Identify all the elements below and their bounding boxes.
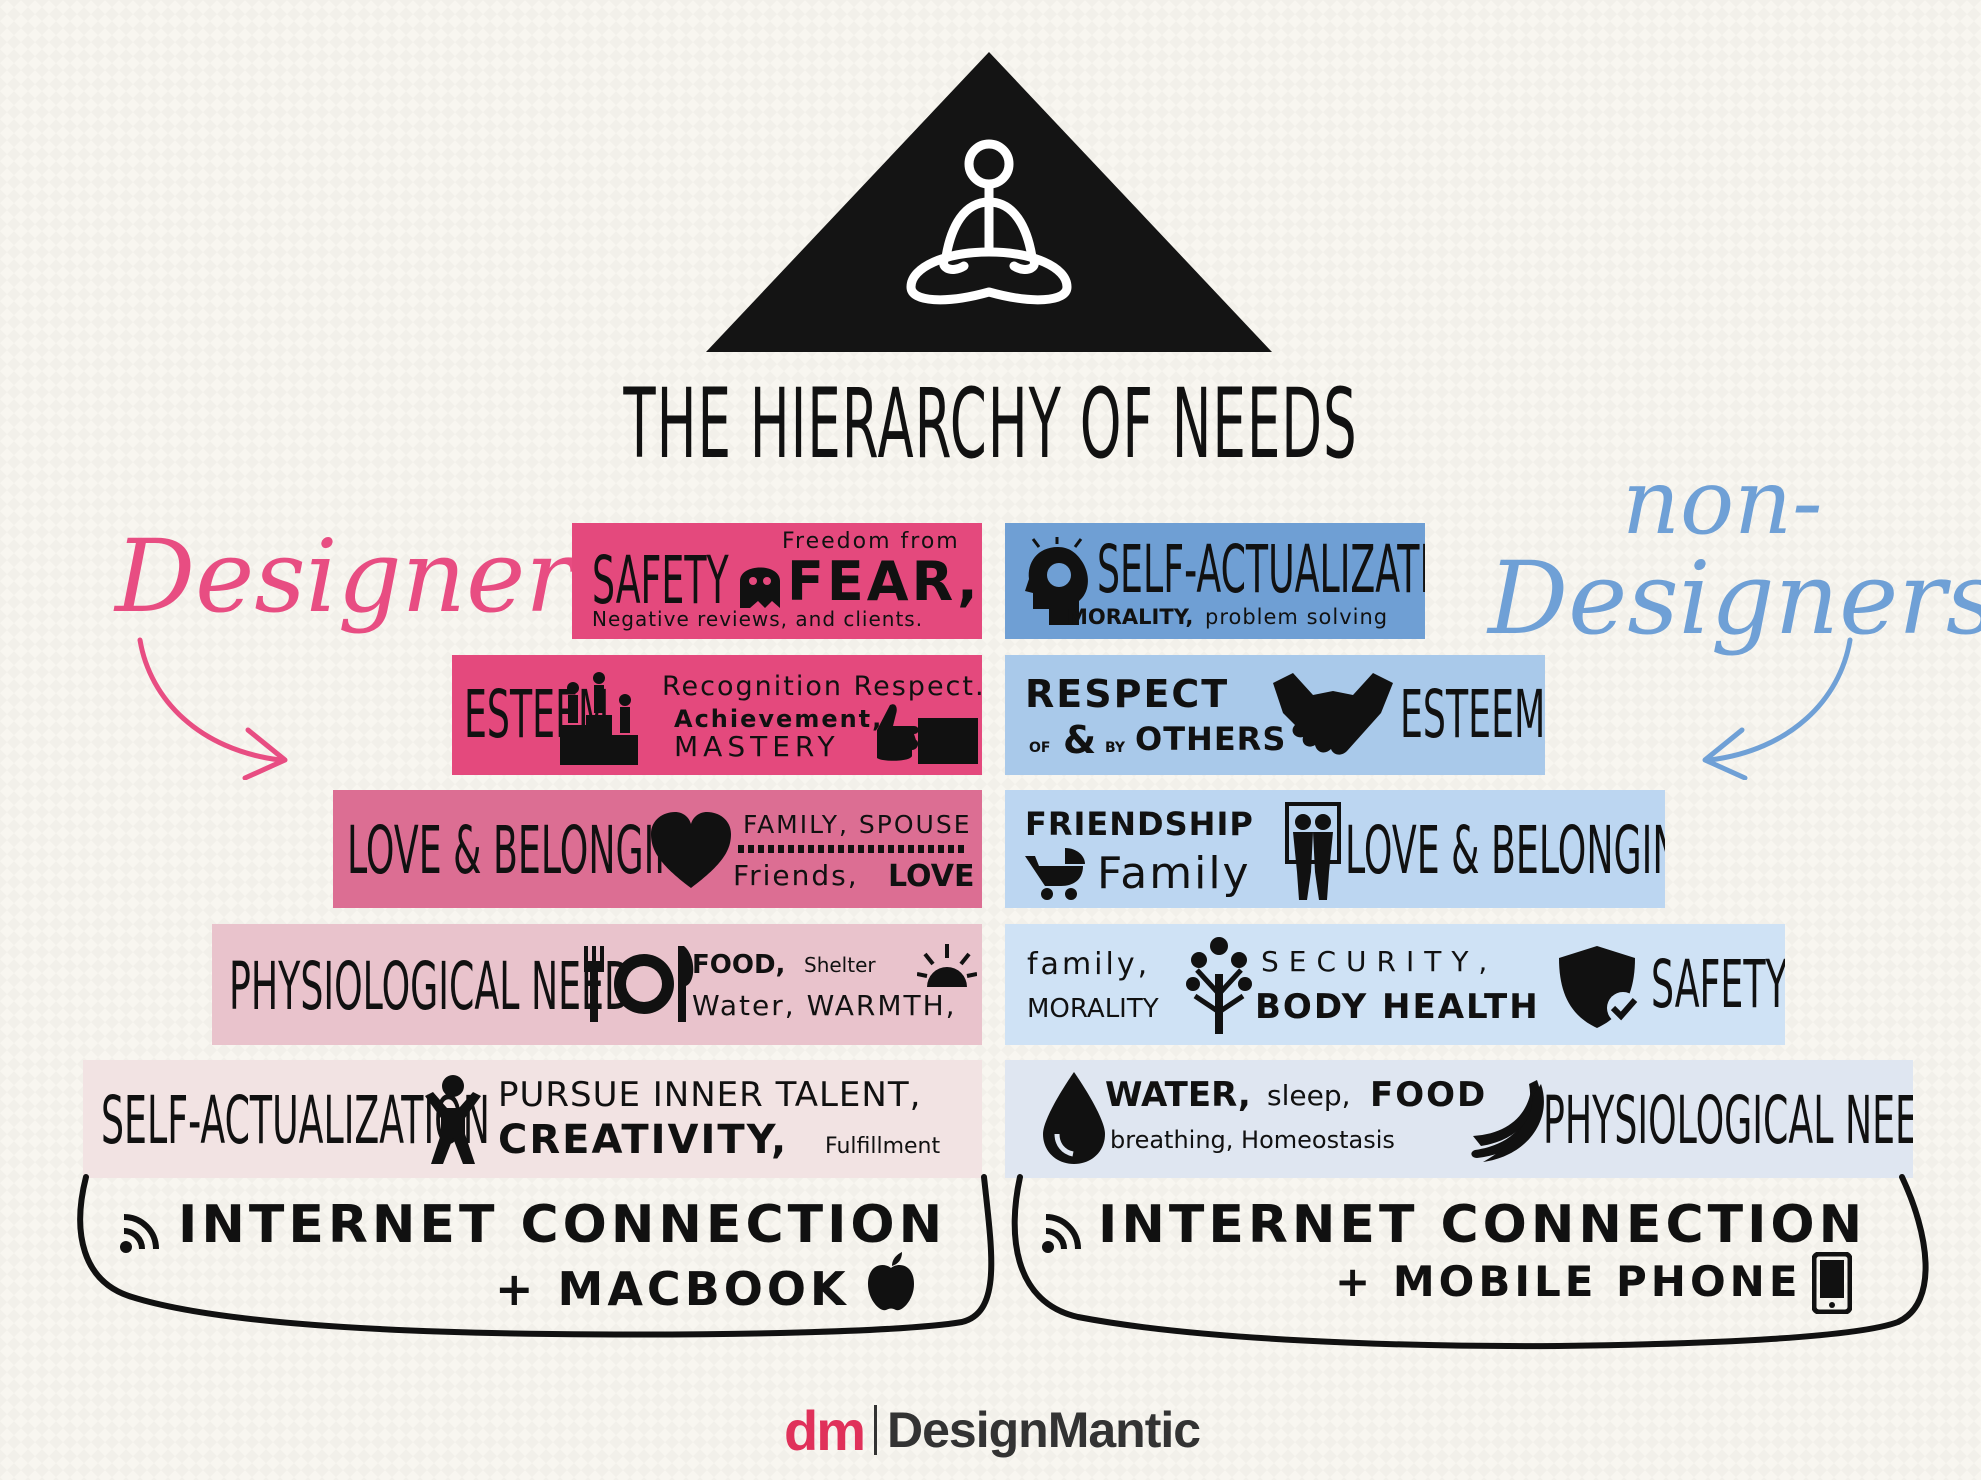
non-designers-level-safety: family, MORALITY SECURITY, BODY HEALTH S… xyxy=(1005,924,1785,1045)
level-title: SELF-ACTUALIZATION xyxy=(1097,531,1425,608)
zipper-divider xyxy=(738,845,966,853)
pyramid-top xyxy=(706,52,1272,352)
level-title: ESTEEM xyxy=(1400,676,1545,753)
level-line: OTHERS xyxy=(1135,720,1287,758)
level-line: Water, WARMTH, xyxy=(692,989,957,1022)
phone-icon xyxy=(1812,1252,1852,1314)
designers-base-line2: + MACBOOK xyxy=(495,1262,850,1316)
non-designers-base-line2: + MOBILE PHONE xyxy=(1335,1257,1802,1306)
designers-base-line1: INTERNET CONNECTION xyxy=(178,1195,947,1255)
level-line: CREATIVITY, xyxy=(498,1117,789,1163)
designers-level-safety: SAFETY Freedom from FEAR, Negative revie… xyxy=(572,523,982,639)
couple-icon xyxy=(1285,802,1341,900)
level-title: SELF-ACTUALIZATION xyxy=(101,1082,490,1159)
brand-mark: dm xyxy=(784,1398,866,1462)
level-line: Freedom from xyxy=(782,529,960,554)
level-title: LOVE & BELONGING xyxy=(1345,812,1665,889)
banana-icon xyxy=(1471,1080,1544,1162)
level-line: BY xyxy=(1105,740,1126,756)
level-line: FOOD, xyxy=(692,950,786,980)
non-designers-level-physiological: WATER, sleep, FOOD breathing, Homeostasi… xyxy=(1005,1060,1913,1178)
level-line: MORALITY xyxy=(1027,994,1159,1024)
level-line: & xyxy=(1063,718,1097,762)
level-title: PHYSIOLOGICAL NEEDS xyxy=(229,948,655,1025)
podium-icon xyxy=(560,672,638,765)
level-line: WATER, xyxy=(1105,1075,1251,1115)
meditation-icon xyxy=(906,139,1072,305)
level-line: family, xyxy=(1027,947,1151,982)
level-line: MORALITY, xyxy=(1067,605,1194,629)
wifi-icon xyxy=(120,1214,159,1253)
ghost-icon xyxy=(740,567,780,608)
level-line: breathing, Homeostasis xyxy=(1110,1126,1395,1154)
non-designers-level-self-actualization: SELF-ACTUALIZATION MORALITY, problem sol… xyxy=(1005,523,1425,639)
designers-heading: Designers xyxy=(115,518,625,635)
non-designers-level-esteem: RESPECT OF & BY OTHERS ESTEEM xyxy=(1005,655,1545,775)
level-line: SECURITY, xyxy=(1261,945,1498,978)
designers-arrow xyxy=(137,637,288,780)
level-line: FAMILY, SPOUSE xyxy=(743,810,972,839)
non-designers-base-bracket xyxy=(1011,1174,1929,1350)
tree-icon xyxy=(1186,937,1252,1034)
handshake-icon xyxy=(1273,673,1393,755)
brand-logo: dm DesignMantic xyxy=(784,1398,1201,1462)
level-title: LOVE & BELONGING xyxy=(347,812,710,889)
apple-icon xyxy=(868,1252,914,1311)
brain-icon xyxy=(1025,537,1088,625)
level-title: SAFETY xyxy=(592,542,729,619)
level-line: MASTERY xyxy=(674,730,840,763)
level-line: Fulfillment xyxy=(825,1134,941,1159)
level-line: Recognition Respect. xyxy=(662,671,982,702)
level-line: problem solving xyxy=(1205,605,1389,629)
person-icon xyxy=(425,1075,481,1164)
brand-name: DesignMantic xyxy=(887,1402,1201,1458)
designers-level-physiological: PHYSIOLOGICAL NEEDS FOOD, Shelter Water,… xyxy=(212,924,982,1045)
plate-icon xyxy=(584,946,694,1022)
level-line: RESPECT xyxy=(1025,672,1230,716)
level-line: BODY HEALTH xyxy=(1255,987,1540,1027)
level-line: FRIENDSHIP xyxy=(1025,805,1254,843)
shield-icon xyxy=(1559,946,1639,1028)
designers-level-love-belonging: LOVE & BELONGING FAMILY, SPOUSE Friends,… xyxy=(333,790,982,908)
level-line: PURSUE INNER TALENT, xyxy=(498,1075,922,1115)
stroller-icon xyxy=(1025,848,1085,900)
level-line: Achievement, xyxy=(674,705,884,733)
sun-icon xyxy=(917,944,977,987)
level-line: sleep, xyxy=(1267,1079,1351,1112)
non-designers-heading-line1: non- xyxy=(1622,450,1823,555)
designers-level-esteem: ESTEEM Recognition Respect. Achievement,… xyxy=(452,655,982,775)
non-designers-level-love-belonging: FRIENDSHIP Family LOVE & BELONGING xyxy=(1005,790,1665,908)
page-title: THE HIERARCHY OF NEEDS xyxy=(623,368,1358,480)
designers-level-self-actualization: SELF-ACTUALIZATION PURSUE INNER TALENT, … xyxy=(83,1060,982,1178)
non-designers-arrow xyxy=(1702,637,1853,780)
brand-divider xyxy=(874,1405,877,1455)
level-line: LOVE xyxy=(888,859,975,894)
non-designers-heading-line2: Designers xyxy=(1488,540,1981,657)
level-line: Friends, xyxy=(733,859,859,892)
level-line: FEAR, xyxy=(787,550,981,613)
wifi-icon xyxy=(1042,1214,1081,1253)
level-line: FOOD xyxy=(1370,1075,1488,1115)
designers-base-bracket xyxy=(77,1174,995,1338)
level-line: Negative reviews, and clients. xyxy=(592,607,924,631)
heart-icon xyxy=(651,812,731,888)
level-line: Family xyxy=(1097,848,1251,899)
non-designers-base-line1: INTERNET CONNECTION xyxy=(1098,1195,1867,1255)
drop-icon xyxy=(1043,1072,1105,1164)
level-title: PHYSIOLOGICAL NEEDS xyxy=(1543,1082,1913,1159)
level-line: Shelter xyxy=(804,953,876,977)
thumbs-up-icon xyxy=(877,704,978,764)
level-title: SAFETY xyxy=(1651,946,1785,1023)
level-line: OF xyxy=(1029,740,1051,756)
